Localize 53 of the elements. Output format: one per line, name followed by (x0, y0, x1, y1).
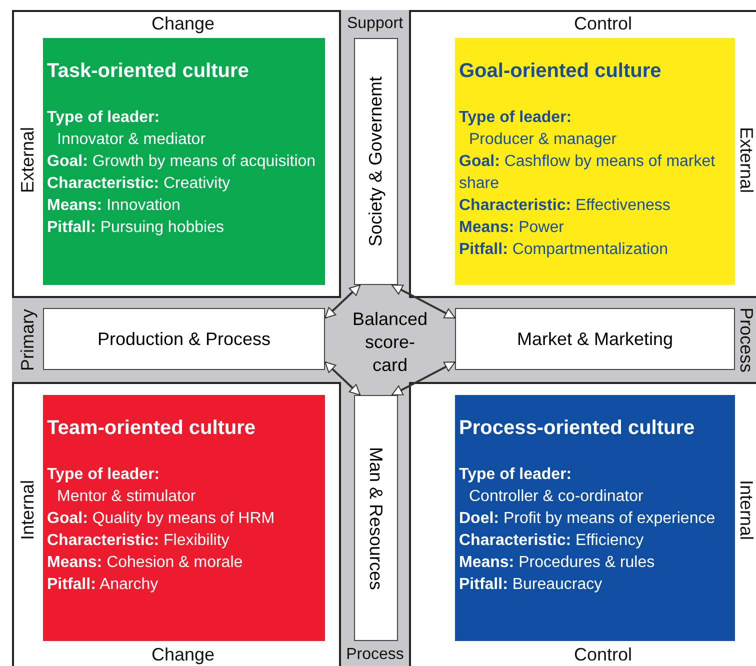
area-box (354, 38, 398, 285)
culture-heading: Task-oriented culture (47, 60, 250, 83)
attribute-text: Means: Cohesion & morale (47, 553, 244, 573)
attribute-text: Characteristic: Efficiency (459, 531, 645, 551)
attribute-text: Characteristic: Creativity (47, 174, 232, 194)
attribute-text: Type of leader: Mentor & stimulator (47, 465, 197, 507)
attribute-text: Characteristic: Effectiveness (459, 196, 672, 216)
attribute-text: Goal: Growth by means of acquisition (47, 152, 317, 172)
culture-box (43, 38, 325, 285)
area-box (354, 395, 398, 641)
attribute-text: Characteristic: Flexibility (47, 531, 230, 551)
axis-label: Control (574, 14, 632, 34)
attribute-text: Means: Power (459, 218, 565, 238)
axis-label: Internal (18, 480, 38, 540)
area-label: Production & Process (97, 328, 271, 350)
culture-heading: Process-oriented culture (459, 417, 696, 440)
culture-box (43, 395, 325, 641)
attribute-text: Type of leader: Controller & co-ordinator (459, 465, 644, 507)
culture-box (455, 38, 735, 285)
area-label: Market & Marketing (516, 328, 674, 350)
attribute-text: Goal: Cashflow by means of market share (459, 152, 716, 194)
axis-label: Support (346, 15, 404, 33)
culture-heading: Team-oriented culture (47, 417, 257, 440)
axis-label: Control (574, 644, 632, 666)
axis-label: Change (151, 14, 215, 34)
culture-box (455, 395, 735, 641)
double-arrow (392, 361, 456, 396)
area-box (43, 308, 325, 370)
area-label: Society & Governemt (366, 76, 386, 247)
double-arrow (392, 284, 456, 319)
axis-label: Internal (736, 480, 756, 540)
area-label: Man & Resources (366, 446, 386, 590)
attribute-text: Pitfall: Bureaucracy (459, 575, 604, 595)
attribute-text: Doel: Profit by means of experience (459, 509, 716, 529)
axis-label: Process (736, 307, 756, 373)
area-box (455, 308, 735, 370)
attribute-text: Pitfall: Pursuing hobbies (47, 218, 225, 238)
axis-label: External (18, 126, 38, 194)
attribute-text: Type of leader: Innovator & mediator (47, 108, 207, 150)
attribute-text: Means: Innovation (47, 196, 182, 216)
axis-label: Change (151, 644, 215, 666)
attribute-text: Type of leader: Producer & manager (459, 108, 618, 150)
center-label: Balanced score-card (351, 308, 429, 377)
double-arrow (324, 284, 361, 319)
axis-label: External (736, 126, 756, 194)
axis-label: Process (346, 646, 404, 664)
attribute-text: Means: Procedures & rules (459, 553, 656, 573)
attribute-text: Pitfall: Anarchy (47, 575, 160, 595)
double-arrow (324, 361, 361, 396)
attribute-text: Goal: Quality by means of HRM (47, 509, 276, 529)
attribute-text: Pitfall: Compartmentalization (459, 240, 669, 260)
culture-heading: Goal-oriented culture (459, 60, 662, 83)
axis-label: Primary (18, 309, 38, 371)
